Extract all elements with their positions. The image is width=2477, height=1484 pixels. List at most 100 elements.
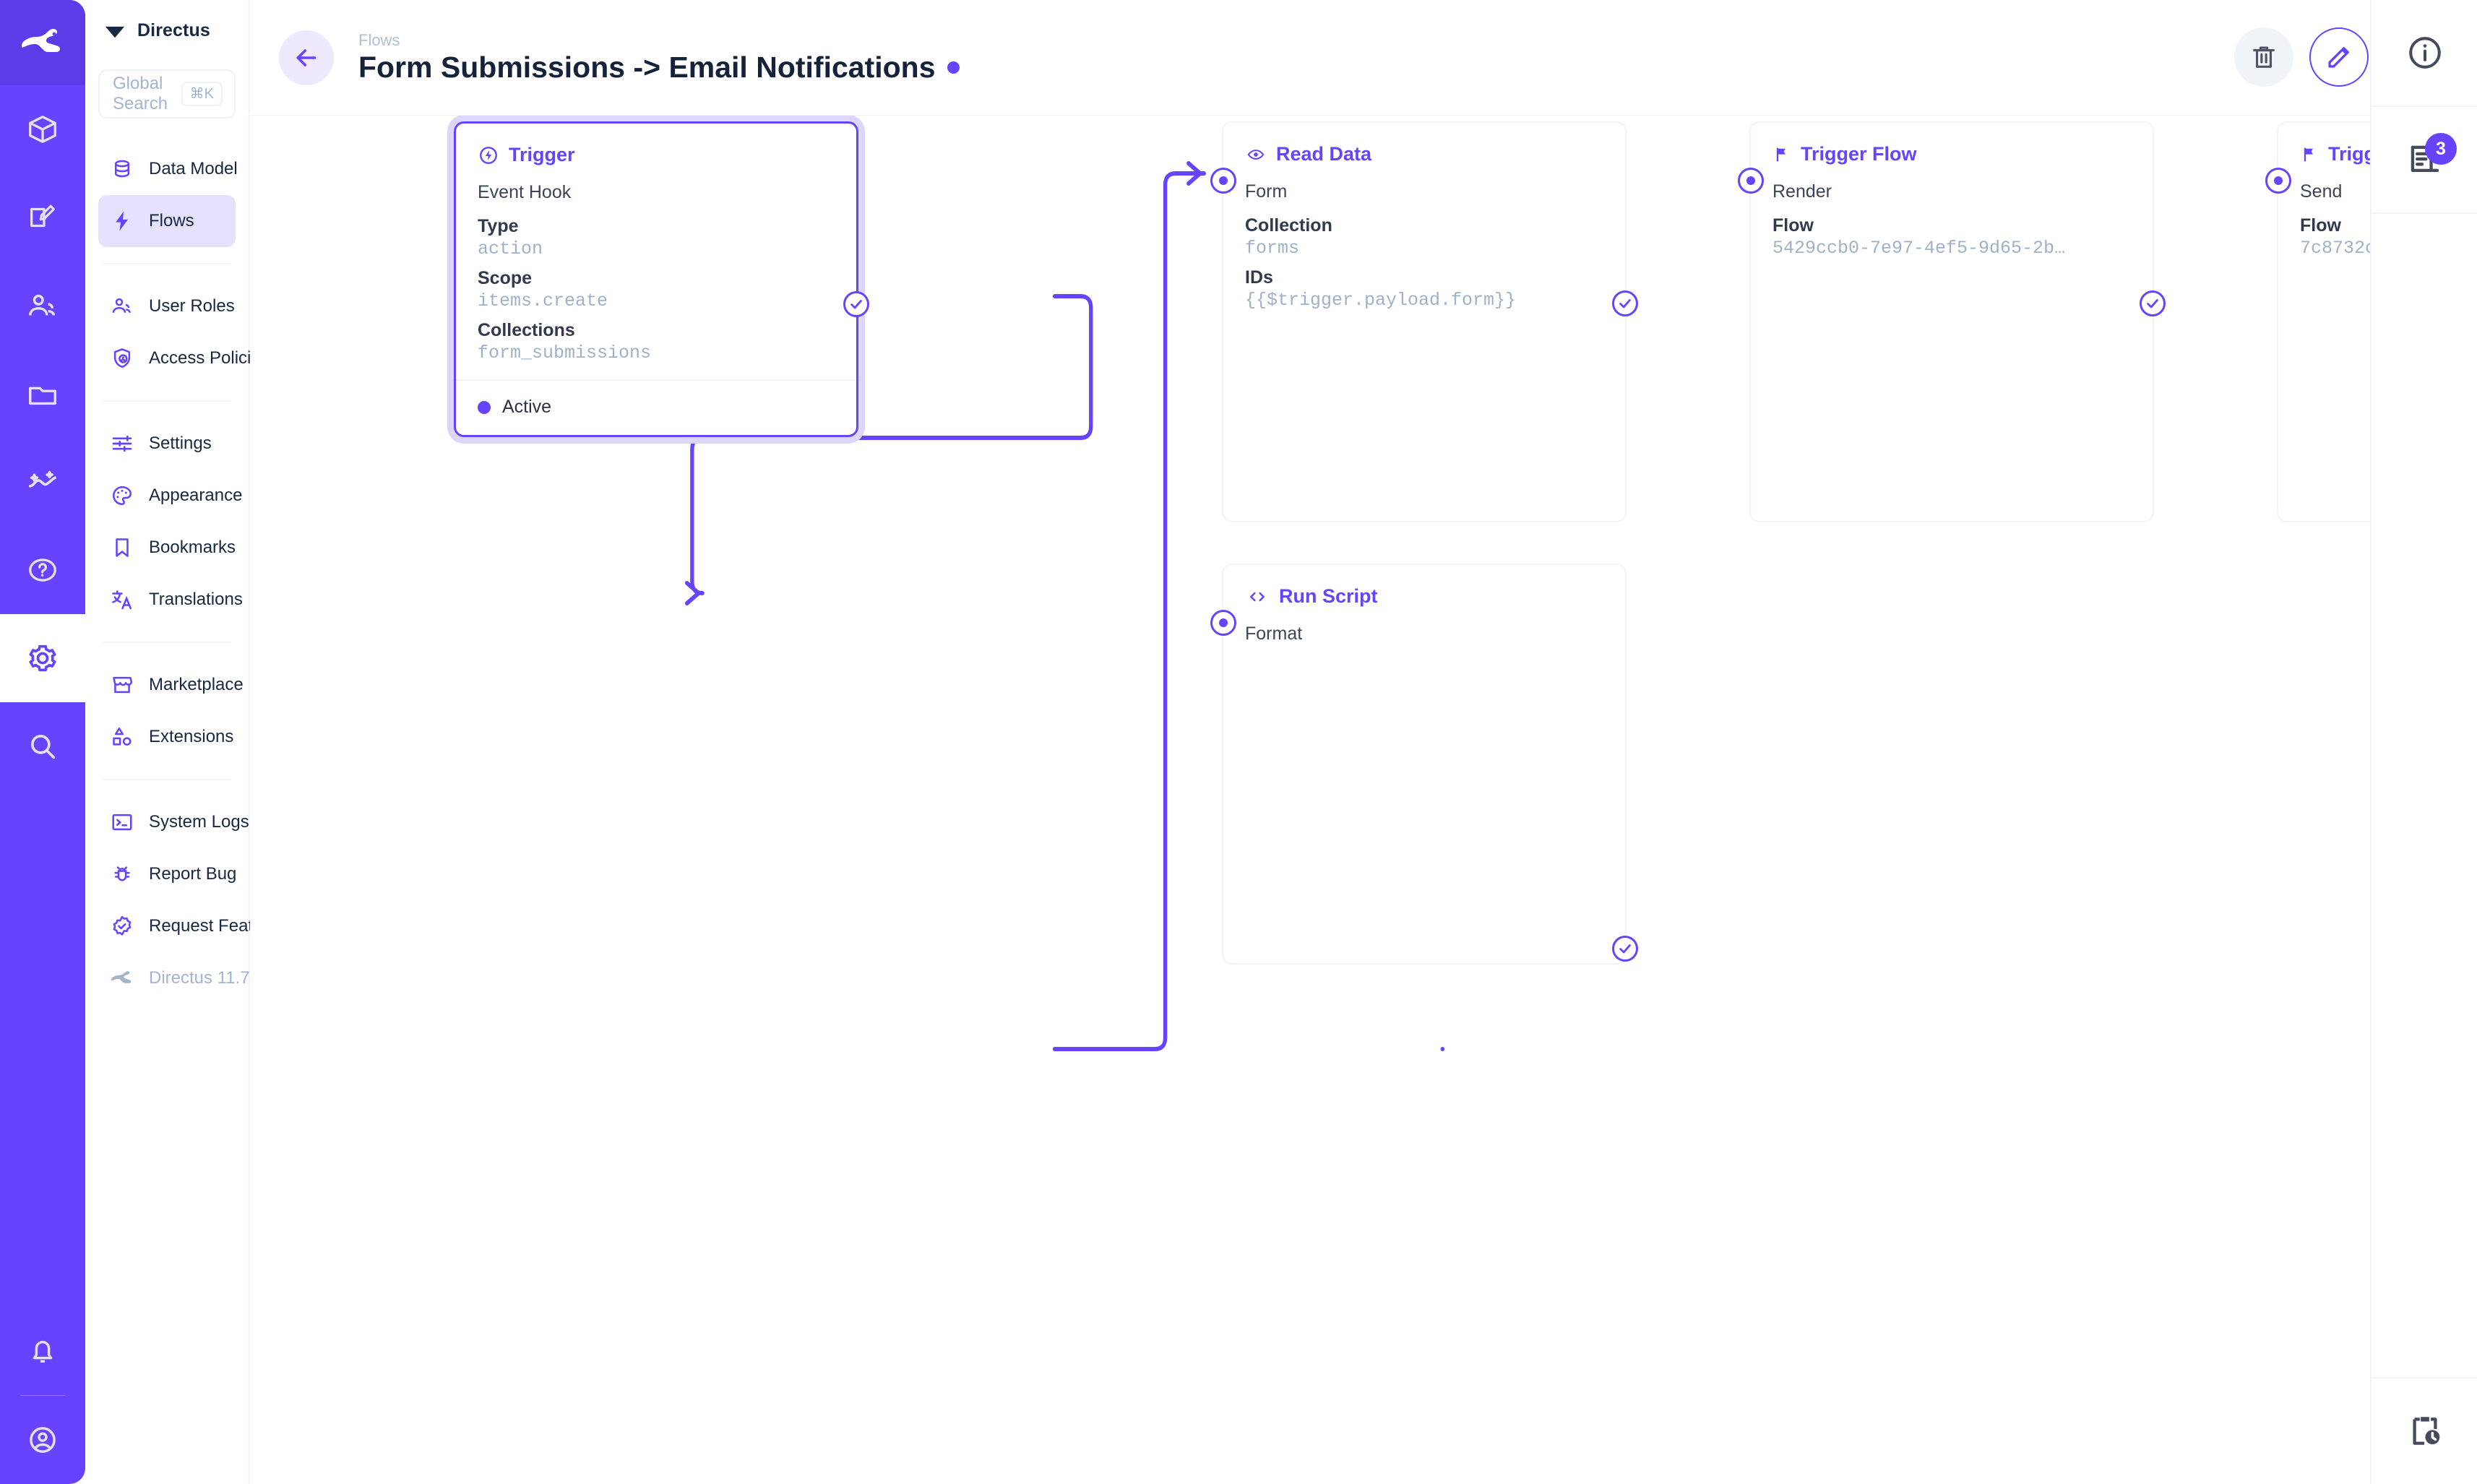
port-trigger-flow-render-success[interactable] (2140, 290, 2166, 316)
directus-rabbit-logo[interactable] (0, 0, 85, 85)
bug-icon (110, 862, 134, 886)
rail-item-notifications[interactable] (0, 1307, 85, 1395)
port-trigger-flow-render-input[interactable] (1738, 168, 1764, 194)
rail-item-search[interactable] (0, 702, 85, 790)
edge-run-script-to-trigger-flow-render (1052, 171, 1206, 1051)
port-run-script-success[interactable] (1612, 936, 1638, 962)
rail-item-content[interactable] (0, 85, 85, 173)
sidebar-item-extensions[interactable]: Extensions (98, 711, 236, 763)
rabbit-glyph (22, 29, 60, 52)
module-rail-bottom (0, 1307, 85, 1484)
node-title: Read Data (1245, 143, 1603, 165)
sidebar-item-label: Report Bug (149, 864, 237, 884)
port-read-data-success[interactable] (1612, 290, 1638, 316)
flow-node-trigger-flow-send[interactable]: Trigger Flow Send Flow 7c8732cd-9d9e-44b… (2265, 121, 2370, 522)
module-sidebar: Directus Global Search ⌘K Data Model (85, 0, 306, 1484)
sidebar-item-report-bug[interactable]: Report Bug (98, 848, 236, 900)
sidebar-item-flows[interactable]: Flows (98, 195, 236, 247)
check-icon (850, 300, 862, 309)
drawer-button-info[interactable] (2372, 0, 2477, 107)
node-title-text: Trigger (509, 144, 575, 165)
back-button[interactable] (279, 30, 334, 85)
node-title-text: Trigger Flow (1801, 143, 1917, 165)
main-area: Flows Form Submissions -> Email Notifica… (250, 0, 2477, 1484)
rail-item-files[interactable] (0, 350, 85, 438)
field-value: 7c8732cd-9d9e-44be (2300, 238, 2370, 259)
sidebar-item-translations[interactable]: Translations (98, 574, 243, 626)
node-title: Trigger Flow (2300, 143, 2370, 165)
edit-button[interactable] (2309, 27, 2369, 87)
edit-square-icon (30, 204, 55, 228)
sidebar-item-marketplace[interactable]: Marketplace Beta (98, 659, 306, 711)
rail-item-account[interactable] (0, 1396, 85, 1484)
port-trigger-flow-send-input[interactable] (2265, 168, 2291, 194)
field-value: action (478, 238, 543, 259)
node-title-text: Run Script (1279, 585, 1378, 607)
node-title-text: Trigger Flow (2328, 143, 2370, 165)
node-subtitle: Send (2300, 181, 2343, 202)
gear-icon (29, 644, 56, 672)
rail-item-users[interactable] (0, 262, 85, 350)
field-value: 5429ccb0-7e97-4ef5-9d65-2b… (1772, 238, 2066, 259)
node-title: Run Script (1245, 585, 1603, 608)
sidebar-item-settings[interactable]: Settings (98, 418, 236, 470)
sidebar-item-user-roles[interactable]: User Roles (98, 280, 236, 332)
field-label: Collection (1245, 215, 1332, 236)
flag-icon (2304, 147, 2313, 161)
flow-node-trigger-flow-render[interactable]: Trigger Flow Render Flow 5429ccb0-7e97-4… (1738, 121, 2166, 522)
flow-node-trigger[interactable]: Trigger Event Hook Type action Scope ite… (454, 121, 869, 437)
eye-icon (1247, 149, 1265, 160)
sidebar-item-label: Translations (149, 590, 243, 609)
sidebar-item-bookmarks[interactable]: Bookmarks (98, 522, 236, 574)
sidebar-item-label: Extensions (149, 727, 234, 746)
code-icon (1250, 592, 1265, 601)
directus-logo-icon (105, 26, 125, 38)
sidebar-item-system-logs[interactable]: System Logs (98, 796, 249, 848)
arrow-left-icon (296, 49, 316, 66)
check-icon (1619, 299, 1631, 309)
sidebar-item-data-model[interactable]: Data Model (98, 143, 238, 195)
flow-canvas[interactable]: Trigger Event Hook Type action Scope ite… (250, 116, 2370, 1484)
account-circle-icon (30, 1427, 56, 1453)
database-icon (110, 157, 134, 181)
rail-item-settings[interactable] (0, 614, 85, 702)
node-body: Run Script Format (1223, 565, 1625, 644)
info-circle-icon (2409, 37, 2441, 69)
global-search-box[interactable]: Global Search ⌘K (98, 69, 236, 118)
delete-button[interactable] (2234, 27, 2293, 87)
right-drawer-rail: 3 (2370, 0, 2477, 1484)
field-label: Type (478, 216, 519, 236)
global-search-placeholder: Global Search (113, 74, 168, 113)
sidebar-item-label: User Roles (149, 296, 235, 316)
sidebar-item-label: Flows (149, 211, 194, 230)
search-shortcut-key: ⌘K (181, 82, 223, 106)
sidebar-divider (103, 400, 231, 402)
sidebar-item-appearance[interactable]: Appearance (98, 470, 242, 522)
port-read-data-input[interactable] (1210, 168, 1236, 194)
sidebar-item-label: Marketplace (149, 675, 244, 694)
flow-node-read-data[interactable]: Read Data Form Collection forms IDs {{$t… (1210, 121, 1638, 522)
brand-name: Directus (137, 20, 210, 40)
flow-node-run-script[interactable]: Run Script Format (1210, 564, 1638, 965)
field-value: forms (1245, 238, 1300, 259)
users-icon (110, 294, 134, 319)
sidebar-item-request-feature[interactable]: Request Feature (98, 900, 278, 952)
folder-icon (29, 387, 56, 405)
breadcrumb[interactable]: Flows (358, 30, 400, 49)
translate-icon (110, 587, 134, 612)
rail-item-insights[interactable] (0, 438, 85, 526)
rail-item-editor[interactable] (0, 173, 85, 262)
drawer-spacer (2372, 214, 2477, 1377)
sidebar-version: Directus 11.7.2 (98, 952, 264, 1004)
port-trigger-success[interactable] (843, 291, 869, 317)
drawer-button-logs[interactable]: 3 (2372, 107, 2477, 214)
field-label: Collections (478, 320, 575, 340)
rail-item-help[interactable] (0, 526, 85, 614)
check-icon (1619, 944, 1631, 954)
port-run-script-input[interactable] (1210, 610, 1236, 636)
tune-icon (110, 431, 134, 456)
active-dot-icon (478, 400, 491, 414)
drawer-button-activity[interactable] (2372, 1377, 2477, 1484)
field-value: items.create (478, 290, 608, 311)
sidebar-item-access-policies[interactable]: Access Policies (98, 332, 270, 384)
